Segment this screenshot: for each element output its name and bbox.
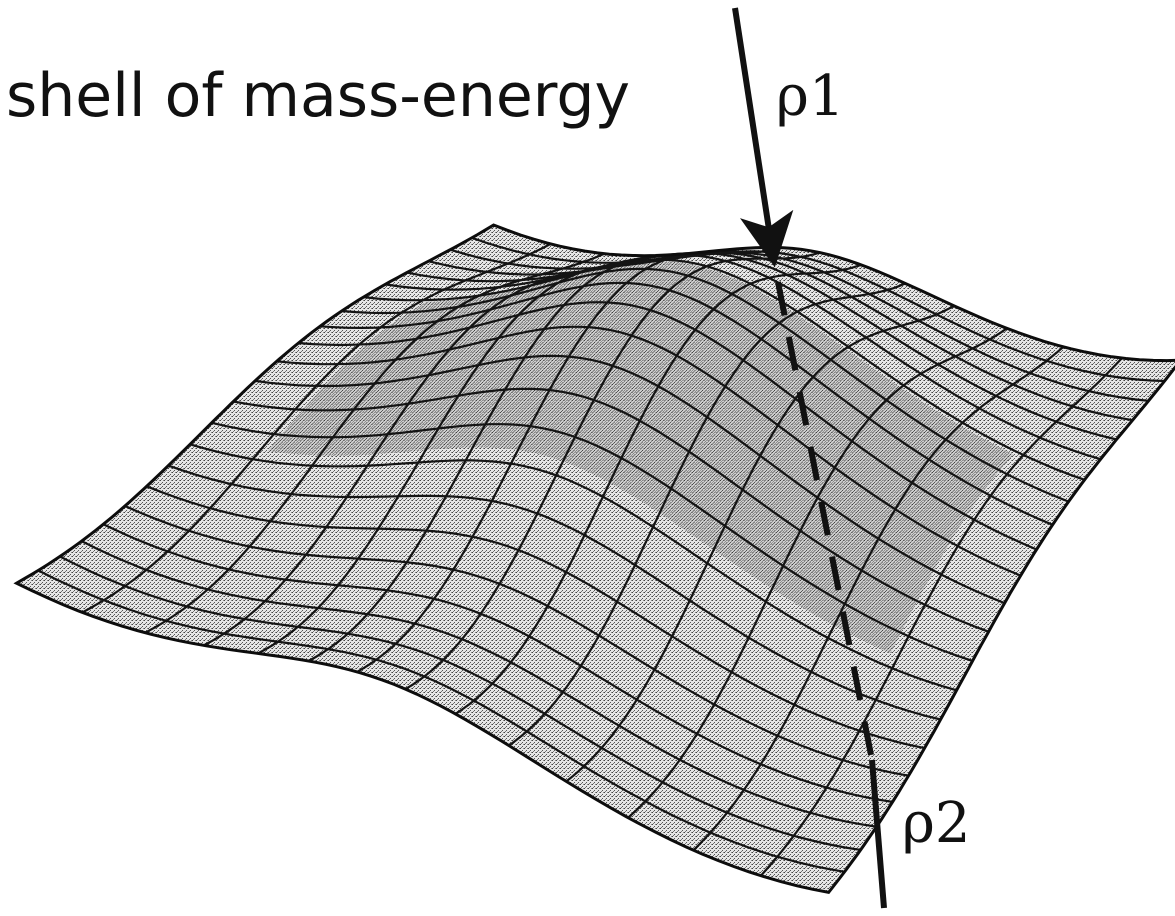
grid-line-v [692, 345, 1065, 851]
grid-line-v [81, 242, 552, 614]
shell-grid-lines [37, 236, 1165, 877]
shell-surface-shading [267, 260, 1014, 654]
grid-line-v [508, 282, 906, 747]
diagram-title: shell of mass-energy [6, 61, 630, 131]
outgoing-ray [869, 759, 887, 909]
grid-line-v [356, 246, 781, 673]
grid-line-v [454, 263, 862, 715]
grid-line-v [627, 327, 1008, 819]
shell-surface-outline [13, 223, 1175, 895]
rho1-label: ρ1 [776, 64, 845, 129]
grid-line-v [565, 304, 955, 783]
ray-through-shell-dashed [775, 281, 875, 761]
rho2-label: ρ2 [902, 791, 971, 856]
incoming-ray-arrow [732, 7, 794, 268]
grid-line-v [760, 357, 1123, 877]
grid-line-v [144, 252, 605, 634]
shell-surface [13, 223, 1175, 895]
